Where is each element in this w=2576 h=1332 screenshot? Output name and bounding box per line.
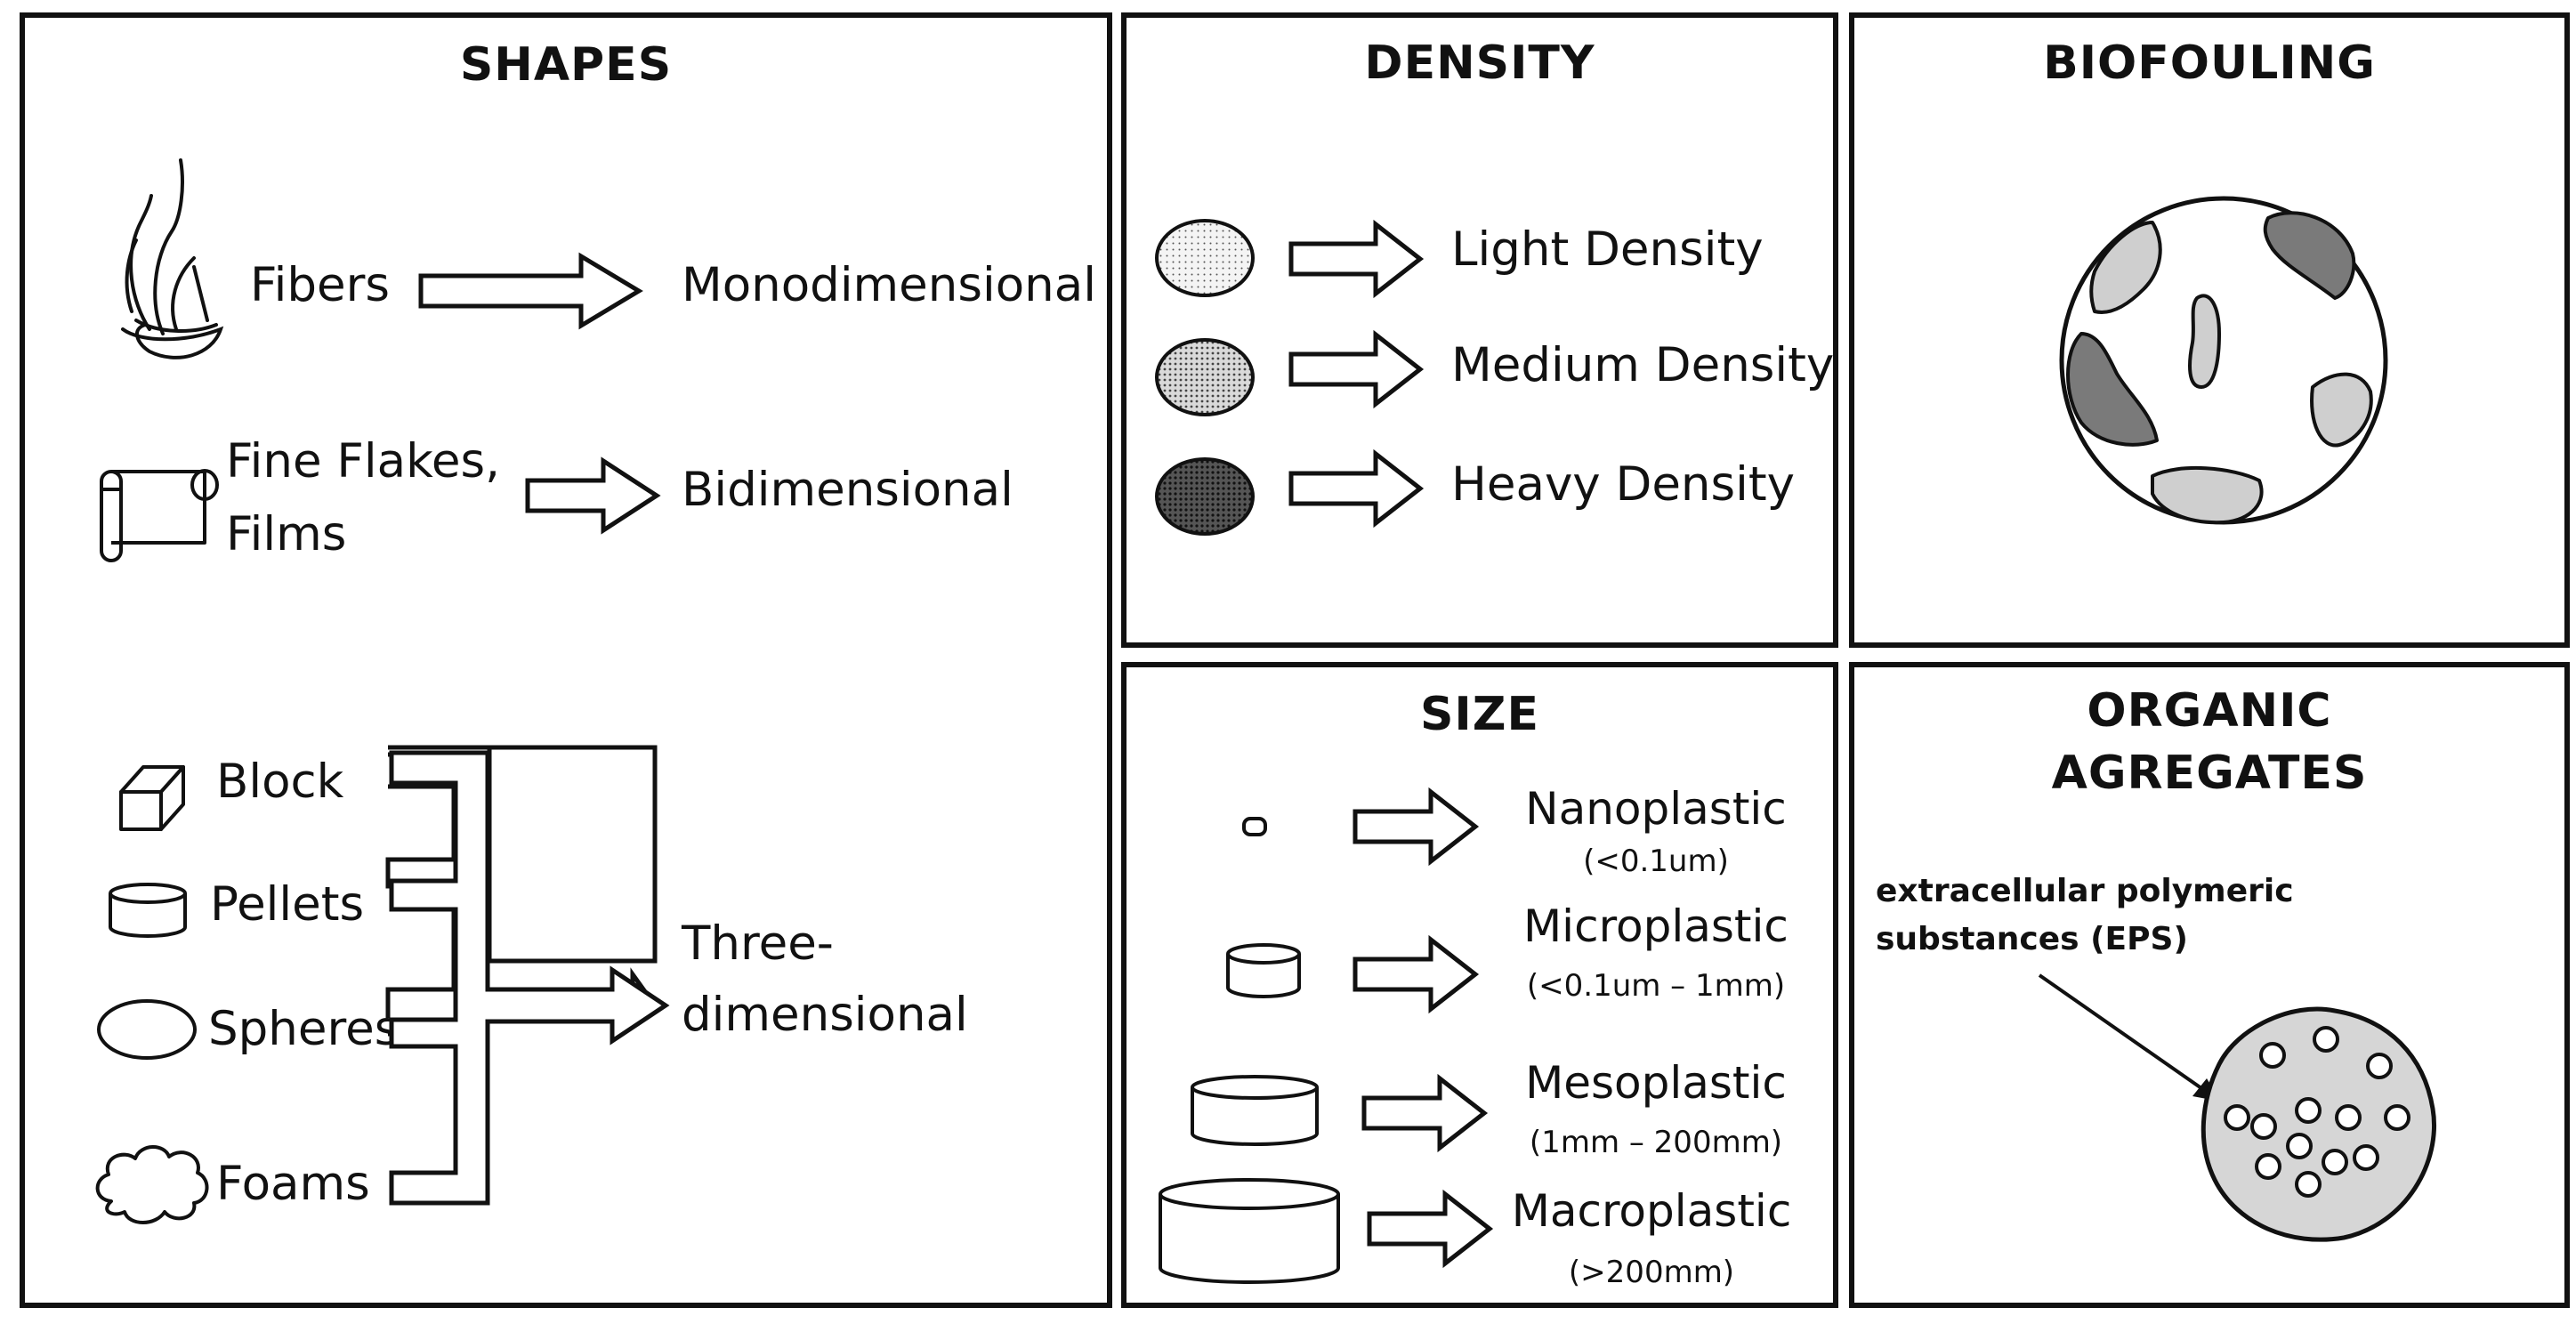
nanoplastic-label: Nanoplastic [1525, 783, 1787, 835]
heavy-density-label: Heavy Density [1451, 457, 1796, 512]
eps-label-line2: substances (EPS) [1876, 921, 2188, 957]
three-dimensional-label-line1: Three- [682, 916, 834, 971]
microplastic-icon [1226, 943, 1301, 998]
organic-title-line1: ORGANIC [2087, 684, 2332, 738]
arrow-light-icon [1288, 219, 1425, 299]
flakes-label-line2: Films [226, 507, 347, 561]
bidimensional-label: Bidimensional [682, 463, 1013, 517]
macroplastic-label: Macroplastic [1511, 1185, 1792, 1237]
spheres-label: Spheres [208, 1002, 400, 1056]
flakes-label-line1: Fine Flakes, [226, 434, 500, 488]
fibers-icon [121, 158, 224, 359]
pellet-icon [109, 883, 187, 938]
light-density-label: Light Density [1451, 222, 1764, 277]
macroplastic-icon [1159, 1178, 1340, 1284]
medium-density-label: Medium Density [1451, 338, 1835, 392]
arrow-meso-icon [1361, 1073, 1489, 1153]
monodimensional-label: Monodimensional [682, 258, 1096, 312]
shapes-title: SHAPES [459, 38, 673, 92]
biofouling-panel: BIOFOULING [1849, 12, 2570, 648]
arrow-heavy-icon [1288, 448, 1425, 529]
nanoplastic-icon [1242, 817, 1267, 836]
arrow-fibers-icon [418, 252, 643, 330]
medium-density-particle-icon [1155, 338, 1255, 416]
arrow-nano-icon [1353, 787, 1480, 867]
arrow-macro-icon [1367, 1189, 1494, 1269]
biofouling-title: BIOFOULING [2043, 36, 2376, 90]
block-label: Block [216, 755, 344, 809]
pellets-label: Pellets [210, 877, 365, 932]
density-title: DENSITY [1364, 36, 1595, 90]
mesoplastic-label: Mesoplastic [1525, 1057, 1787, 1109]
sphere-icon [97, 999, 197, 1060]
density-panel: DENSITY Light Density Medium Density Hea [1121, 12, 1838, 648]
biofouled-particle-icon [2059, 196, 2388, 525]
shapes-panel: SHAPES Fibers Monodimensional Fine Flake… [20, 12, 1112, 1308]
block-icon [119, 765, 185, 831]
eps-label-line1: extracellular polymeric [1876, 873, 2294, 909]
arrow-flakes-icon [525, 456, 661, 535]
arrow-medium-icon [1288, 329, 1425, 409]
organic-aggregates-panel: ORGANIC AGREGATES extracellular polymeri… [1849, 662, 2570, 1308]
arrow-micro-icon [1353, 934, 1480, 1014]
microplastic-range: (<0.1um – 1mm) [1526, 968, 1786, 1004]
three-dimensional-label-line2: dimensional [682, 988, 968, 1042]
mesoplastic-icon [1191, 1075, 1319, 1146]
foams-label: Foams [216, 1157, 370, 1211]
fibers-label: Fibers [250, 258, 391, 312]
microplastic-label: Microplastic [1523, 900, 1789, 952]
mesoplastic-range: (1mm – 200mm) [1529, 1125, 1783, 1160]
heavy-density-particle-icon [1155, 457, 1255, 536]
organic-title-line2: AGREGATES [2051, 747, 2368, 800]
shapes-merge-arrow-icon [388, 745, 670, 1206]
foam-icon [95, 1145, 209, 1224]
size-title: SIZE [1419, 688, 1540, 741]
nanoplastic-range: (<0.1um) [1583, 844, 1729, 879]
macroplastic-range: (>200mm) [1568, 1255, 1735, 1290]
size-panel: SIZE Nanoplastic (<0.1um) Microplastic (… [1121, 662, 1838, 1308]
film-scroll-icon [100, 469, 219, 562]
light-density-particle-icon [1155, 219, 1255, 297]
organic-aggregate-icon [2201, 1006, 2436, 1242]
